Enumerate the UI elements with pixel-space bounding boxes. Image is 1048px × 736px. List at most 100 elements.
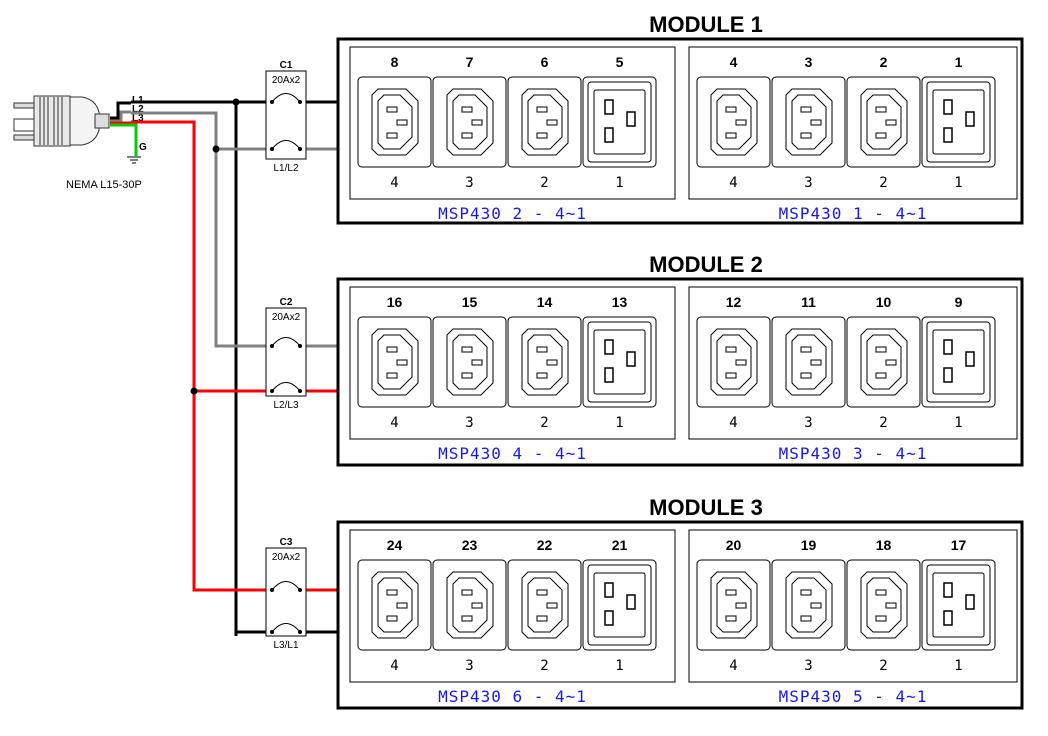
outlet-frame xyxy=(846,559,921,651)
outlet-frame xyxy=(432,316,507,408)
outlet-number: 11 xyxy=(801,294,816,310)
msp430-label: MSP430 2 - 4~1 xyxy=(438,204,587,223)
outlet-frame xyxy=(846,316,921,408)
c13-pin xyxy=(875,106,887,113)
outlet-number: 21 xyxy=(612,537,628,553)
c13-pin xyxy=(725,615,737,622)
c19-socket-icon xyxy=(587,81,652,163)
port-number: 1 xyxy=(954,658,962,674)
c13-socket-inner xyxy=(716,577,752,633)
c19-socket-icon xyxy=(587,564,652,646)
c19-pin xyxy=(943,339,953,355)
c13-pin xyxy=(396,359,408,366)
outlet-number: 3 xyxy=(805,54,813,70)
c19-pin xyxy=(604,127,614,143)
outlet-number: 17 xyxy=(951,537,967,553)
c19-socket-inner xyxy=(932,89,985,155)
outlet-24: 244 xyxy=(357,537,432,674)
c19-pin xyxy=(626,594,636,610)
c13-pin xyxy=(386,589,398,596)
outlet-frame xyxy=(771,316,846,408)
breaker-terminal xyxy=(298,630,302,634)
c19-pin xyxy=(604,339,614,355)
outlet-9: 91 xyxy=(921,294,996,431)
c13-pin xyxy=(536,589,548,596)
c13-pin xyxy=(396,119,408,126)
breaker-id: C3 xyxy=(280,537,293,548)
c13-socket-icon xyxy=(860,571,908,639)
outlet-15: 153 xyxy=(432,294,507,431)
c13-pin xyxy=(471,602,483,609)
port-number: 4 xyxy=(390,415,398,431)
c19-socket-icon xyxy=(926,321,991,403)
c13-pin xyxy=(536,372,548,379)
c13-pin xyxy=(461,346,473,353)
c19-socket-inner xyxy=(593,89,646,155)
outlet-frame xyxy=(582,559,657,651)
c13-pin xyxy=(800,372,812,379)
c13-socket-icon xyxy=(371,88,419,156)
c19-pin xyxy=(943,99,953,115)
c13-socket-icon xyxy=(860,328,908,396)
bank-frame xyxy=(349,46,676,200)
outlet-frame xyxy=(507,559,582,651)
msp430-label: MSP430 5 - 4~1 xyxy=(779,687,928,706)
c19-pin xyxy=(604,610,614,626)
outlet-frame xyxy=(507,316,582,408)
c13-socket-inner xyxy=(791,334,827,390)
port-number: 1 xyxy=(954,175,962,191)
breaker-phases: L1/L2 xyxy=(273,163,298,174)
outlet-number: 8 xyxy=(391,54,399,70)
outlet-8: 84 xyxy=(357,54,432,191)
c13-pin xyxy=(725,346,737,353)
outlet-frame xyxy=(771,559,846,651)
port-number: 3 xyxy=(465,658,473,674)
outlet-22: 222 xyxy=(507,537,582,674)
breaker-id: C2 xyxy=(280,297,293,308)
junction-dot xyxy=(232,98,240,106)
c19-pin xyxy=(965,594,975,610)
outlet-frame xyxy=(846,76,921,168)
c13-socket-icon xyxy=(710,328,758,396)
outlet-21: 211 xyxy=(582,537,657,674)
outlet-18: 182 xyxy=(846,537,921,674)
port-number: 2 xyxy=(879,658,887,674)
c13-pin xyxy=(536,106,548,113)
breaker-pole-arc xyxy=(271,382,301,392)
outlet-number: 2 xyxy=(880,54,888,70)
port-number: 3 xyxy=(465,175,473,191)
outlet-number: 15 xyxy=(462,294,478,310)
port-number: 2 xyxy=(879,175,887,191)
outlet-frame xyxy=(432,559,507,651)
plug-icon xyxy=(13,95,110,147)
outlet-12: 124 xyxy=(696,294,771,431)
plug-model-label: NEMA L15-30P xyxy=(66,179,142,191)
outlet-16: 164 xyxy=(357,294,432,431)
port-number: 1 xyxy=(615,415,623,431)
outlet-number: 4 xyxy=(730,54,738,70)
breaker-phases: L2/L3 xyxy=(273,400,298,411)
wires xyxy=(110,98,338,636)
msp430-label: MSP430 4 - 4~1 xyxy=(438,444,587,463)
msp430-label: MSP430 6 - 4~1 xyxy=(438,687,587,706)
port-number: 4 xyxy=(390,175,398,191)
outlet-frame xyxy=(357,316,432,408)
c13-socket-icon xyxy=(860,88,908,156)
c13-socket-icon xyxy=(446,571,494,639)
outlet-frame xyxy=(432,76,507,168)
bank-frame xyxy=(688,46,1018,200)
breaker-rating: 20Ax2 xyxy=(272,75,301,86)
outlet-frame xyxy=(357,76,432,168)
port-number: 3 xyxy=(804,415,812,431)
c13-socket-icon xyxy=(785,88,833,156)
outlet-number: 23 xyxy=(462,537,478,553)
breaker-rating: 20Ax2 xyxy=(272,552,301,563)
c19-pin xyxy=(943,610,953,626)
c13-pin xyxy=(546,119,558,126)
c19-pin xyxy=(943,127,953,143)
outlet-frame xyxy=(921,559,996,651)
